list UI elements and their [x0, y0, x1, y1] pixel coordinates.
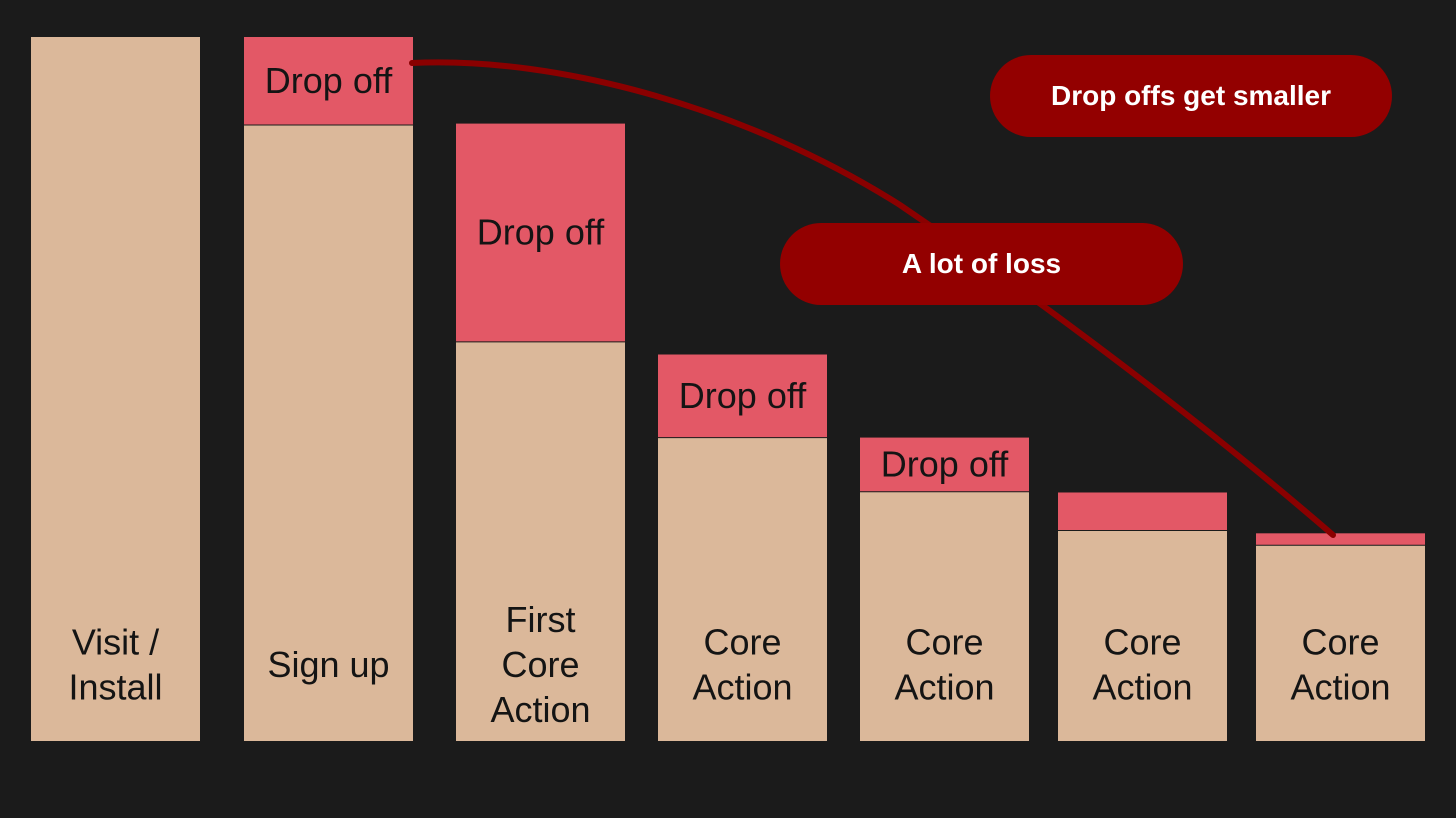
- retained-bar-5: [860, 491, 1029, 741]
- drop-off-label-4: Drop off: [679, 375, 807, 416]
- category-label-line: Action: [490, 689, 590, 730]
- drop-off-label-2: Drop off: [265, 60, 393, 101]
- retained-bar-4: [658, 437, 827, 741]
- drop-off-bar-6: [1058, 492, 1227, 531]
- category-label-line: Core: [501, 644, 579, 685]
- annotation-drop-offs-smaller: Drop offs get smaller: [990, 55, 1392, 137]
- trend-curve: [409, 59, 1336, 538]
- drop-off-bar-5: [860, 437, 1029, 492]
- drop-off-label-3: Drop off: [477, 212, 605, 253]
- category-label-line: First: [506, 599, 576, 640]
- category-label-line: Action: [1092, 667, 1192, 708]
- category-label-line: Action: [1290, 667, 1390, 708]
- category-label-line: Core: [703, 622, 781, 663]
- retained-bar-3: [456, 341, 625, 741]
- annotation-lot-of-loss: A lot of loss: [780, 223, 1183, 305]
- retained-bar-2: [244, 125, 413, 741]
- category-label-line: Core: [1301, 622, 1379, 663]
- retained-bar-6: [1058, 530, 1227, 741]
- category-label-line: Sign up: [267, 644, 389, 685]
- drop-off-bar-7: [1256, 533, 1425, 546]
- category-label-line: Visit /: [72, 622, 159, 663]
- drop-off-bar-4: [658, 354, 827, 438]
- category-label-line: Install: [68, 667, 162, 708]
- category-label-line: Action: [692, 667, 792, 708]
- category-label-line: Action: [894, 667, 994, 708]
- drop-off-bar-3: [456, 123, 625, 342]
- drop-off-bar-2: [244, 37, 413, 125]
- category-label-line: Core: [1103, 622, 1181, 663]
- retained-bar-1: [31, 37, 200, 741]
- retained-bar-7: [1256, 545, 1425, 741]
- drop-off-label-5: Drop off: [881, 444, 1009, 485]
- category-label-line: Core: [905, 622, 983, 663]
- category-label-1: Visit /Install: [68, 622, 162, 708]
- category-label-2: Sign up: [267, 644, 389, 685]
